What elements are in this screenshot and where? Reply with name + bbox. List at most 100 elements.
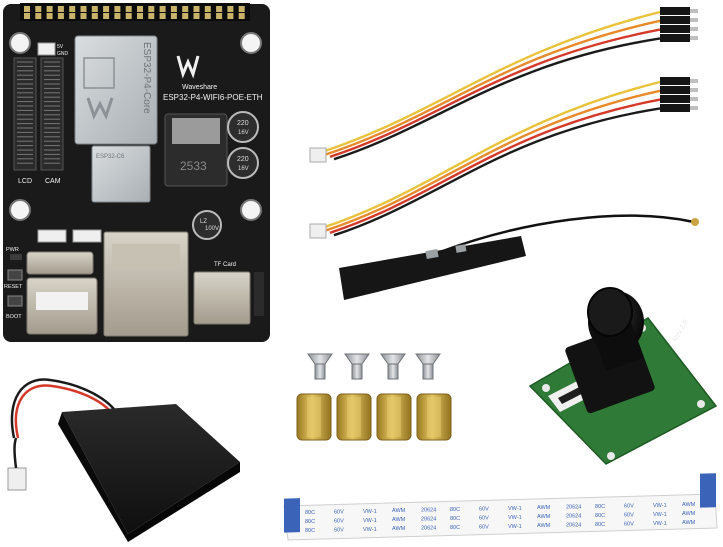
fpc-print-word: VW-1 xyxy=(508,506,522,512)
standoff-highlight xyxy=(307,397,321,437)
label-gnd: GND xyxy=(57,51,69,57)
fpc-print-word: 80C xyxy=(305,528,315,534)
gpio-pin xyxy=(216,6,223,12)
ethernet-top xyxy=(112,244,180,268)
gpio-pin xyxy=(159,13,166,19)
label-pwr: PWR xyxy=(6,247,19,253)
gpio-pin xyxy=(57,13,64,19)
fpc-print-word: 80C xyxy=(305,519,315,525)
fpc-print-word: 20624 xyxy=(566,523,581,529)
gpio-pin xyxy=(227,13,234,19)
reset-button xyxy=(7,269,23,281)
cable-wire xyxy=(333,37,661,161)
gpio-pin xyxy=(193,13,200,19)
dupont-housing xyxy=(660,7,690,15)
boot-button xyxy=(7,295,23,307)
dupont-housing xyxy=(660,16,690,24)
fpc-print-word: 20624 xyxy=(421,517,436,523)
mounting-hole xyxy=(9,32,31,54)
gpio-pin xyxy=(238,13,245,19)
fpc-print-word: 60V xyxy=(624,521,634,527)
fpc-print-word: 80C xyxy=(595,513,605,519)
gpio-pin xyxy=(46,6,53,12)
jst-connector xyxy=(37,229,67,243)
gpio-header xyxy=(20,3,250,21)
gpio-pin xyxy=(91,13,98,19)
gpio-pin xyxy=(170,13,177,19)
cable-wire xyxy=(321,10,661,154)
dupont-housing xyxy=(660,104,690,112)
fpc-print-word: 60V xyxy=(479,515,489,521)
screw-thread xyxy=(314,363,326,380)
fpc-print-word: AWM xyxy=(392,526,406,532)
fpc-print-word: 20624 xyxy=(566,514,581,520)
fpc-print-word: 60V xyxy=(479,506,489,512)
dupont-pin xyxy=(690,9,698,13)
fpc-print-word: VW-1 xyxy=(653,521,667,527)
gpio-pin xyxy=(193,6,200,12)
svg-text:220: 220 xyxy=(237,156,249,163)
dupont-pin xyxy=(690,18,698,22)
gpio-pin xyxy=(227,6,234,12)
cable-wire xyxy=(321,80,661,230)
screw-thread xyxy=(351,363,363,380)
gpio-pin xyxy=(204,13,211,19)
svg-text:220: 220 xyxy=(237,120,249,127)
fpc-print-word: VW-1 xyxy=(653,512,667,518)
gpio-pin xyxy=(125,13,132,19)
fpc-print-word: AWM xyxy=(682,520,696,526)
standoff-highlight xyxy=(427,397,441,437)
wifi-antenna xyxy=(339,214,699,300)
cam-connector xyxy=(40,57,64,171)
mounting-hole xyxy=(240,32,262,54)
screw-thread xyxy=(422,363,434,380)
camera-silkscreen: Rev 2.0 xyxy=(672,319,690,343)
fpc-print-word: VW-1 xyxy=(508,515,522,521)
fpc-print-word: 80C xyxy=(305,510,315,516)
gpio-pin xyxy=(80,13,87,19)
usb-c-port xyxy=(26,251,94,275)
esp32-p4-board: LCD CAM 5V GND ESP32-P4-Core ESP32-C6 Wa… xyxy=(3,3,270,342)
pwr-led xyxy=(10,254,22,260)
dupont-pin xyxy=(690,106,698,110)
gpio-pin xyxy=(137,13,143,19)
gpio-pins xyxy=(24,6,245,19)
label-tf-card: TF Card xyxy=(214,262,236,268)
brand-name: Waveshare xyxy=(182,84,217,91)
battery-holder xyxy=(7,378,240,542)
svg-text:100V: 100V xyxy=(205,226,219,232)
gpio-pin xyxy=(148,13,155,19)
fpc-print-word: AWM xyxy=(682,502,696,508)
gpio-pin xyxy=(35,13,42,19)
jst-plug xyxy=(309,147,327,163)
gpio-pin xyxy=(57,6,64,12)
screw-head xyxy=(307,353,333,365)
gpio-pin xyxy=(137,6,143,12)
label-lcd: LCD xyxy=(18,178,32,185)
inductor-top xyxy=(172,118,220,144)
fpc-print-word: 80C xyxy=(595,522,605,528)
cable-wire xyxy=(329,28,661,158)
screw-thread xyxy=(387,363,399,380)
gpio-pin xyxy=(103,13,110,19)
mounting-hole xyxy=(240,199,262,221)
label-5v: 5V xyxy=(57,44,64,50)
fpc-print-word: VW-1 xyxy=(363,527,377,533)
gpio-pin xyxy=(46,13,53,19)
dupont-cable-1 xyxy=(309,7,698,163)
gpio-pin xyxy=(24,13,30,19)
dupont-housing xyxy=(660,34,690,42)
fpc-print-word: AWM xyxy=(392,517,406,523)
standoff-highlight xyxy=(387,397,401,437)
fpc-print-word: 20624 xyxy=(421,508,436,514)
dupont-pin xyxy=(690,36,698,40)
usb-a-inner xyxy=(36,292,88,310)
wifi-chip-text: ESP32-C6 xyxy=(96,154,125,160)
jst-connector xyxy=(72,229,102,243)
svg-text:LZ: LZ xyxy=(200,219,207,225)
fpc-print-word: AWM xyxy=(537,505,551,511)
esp32-c6-module xyxy=(91,145,151,203)
